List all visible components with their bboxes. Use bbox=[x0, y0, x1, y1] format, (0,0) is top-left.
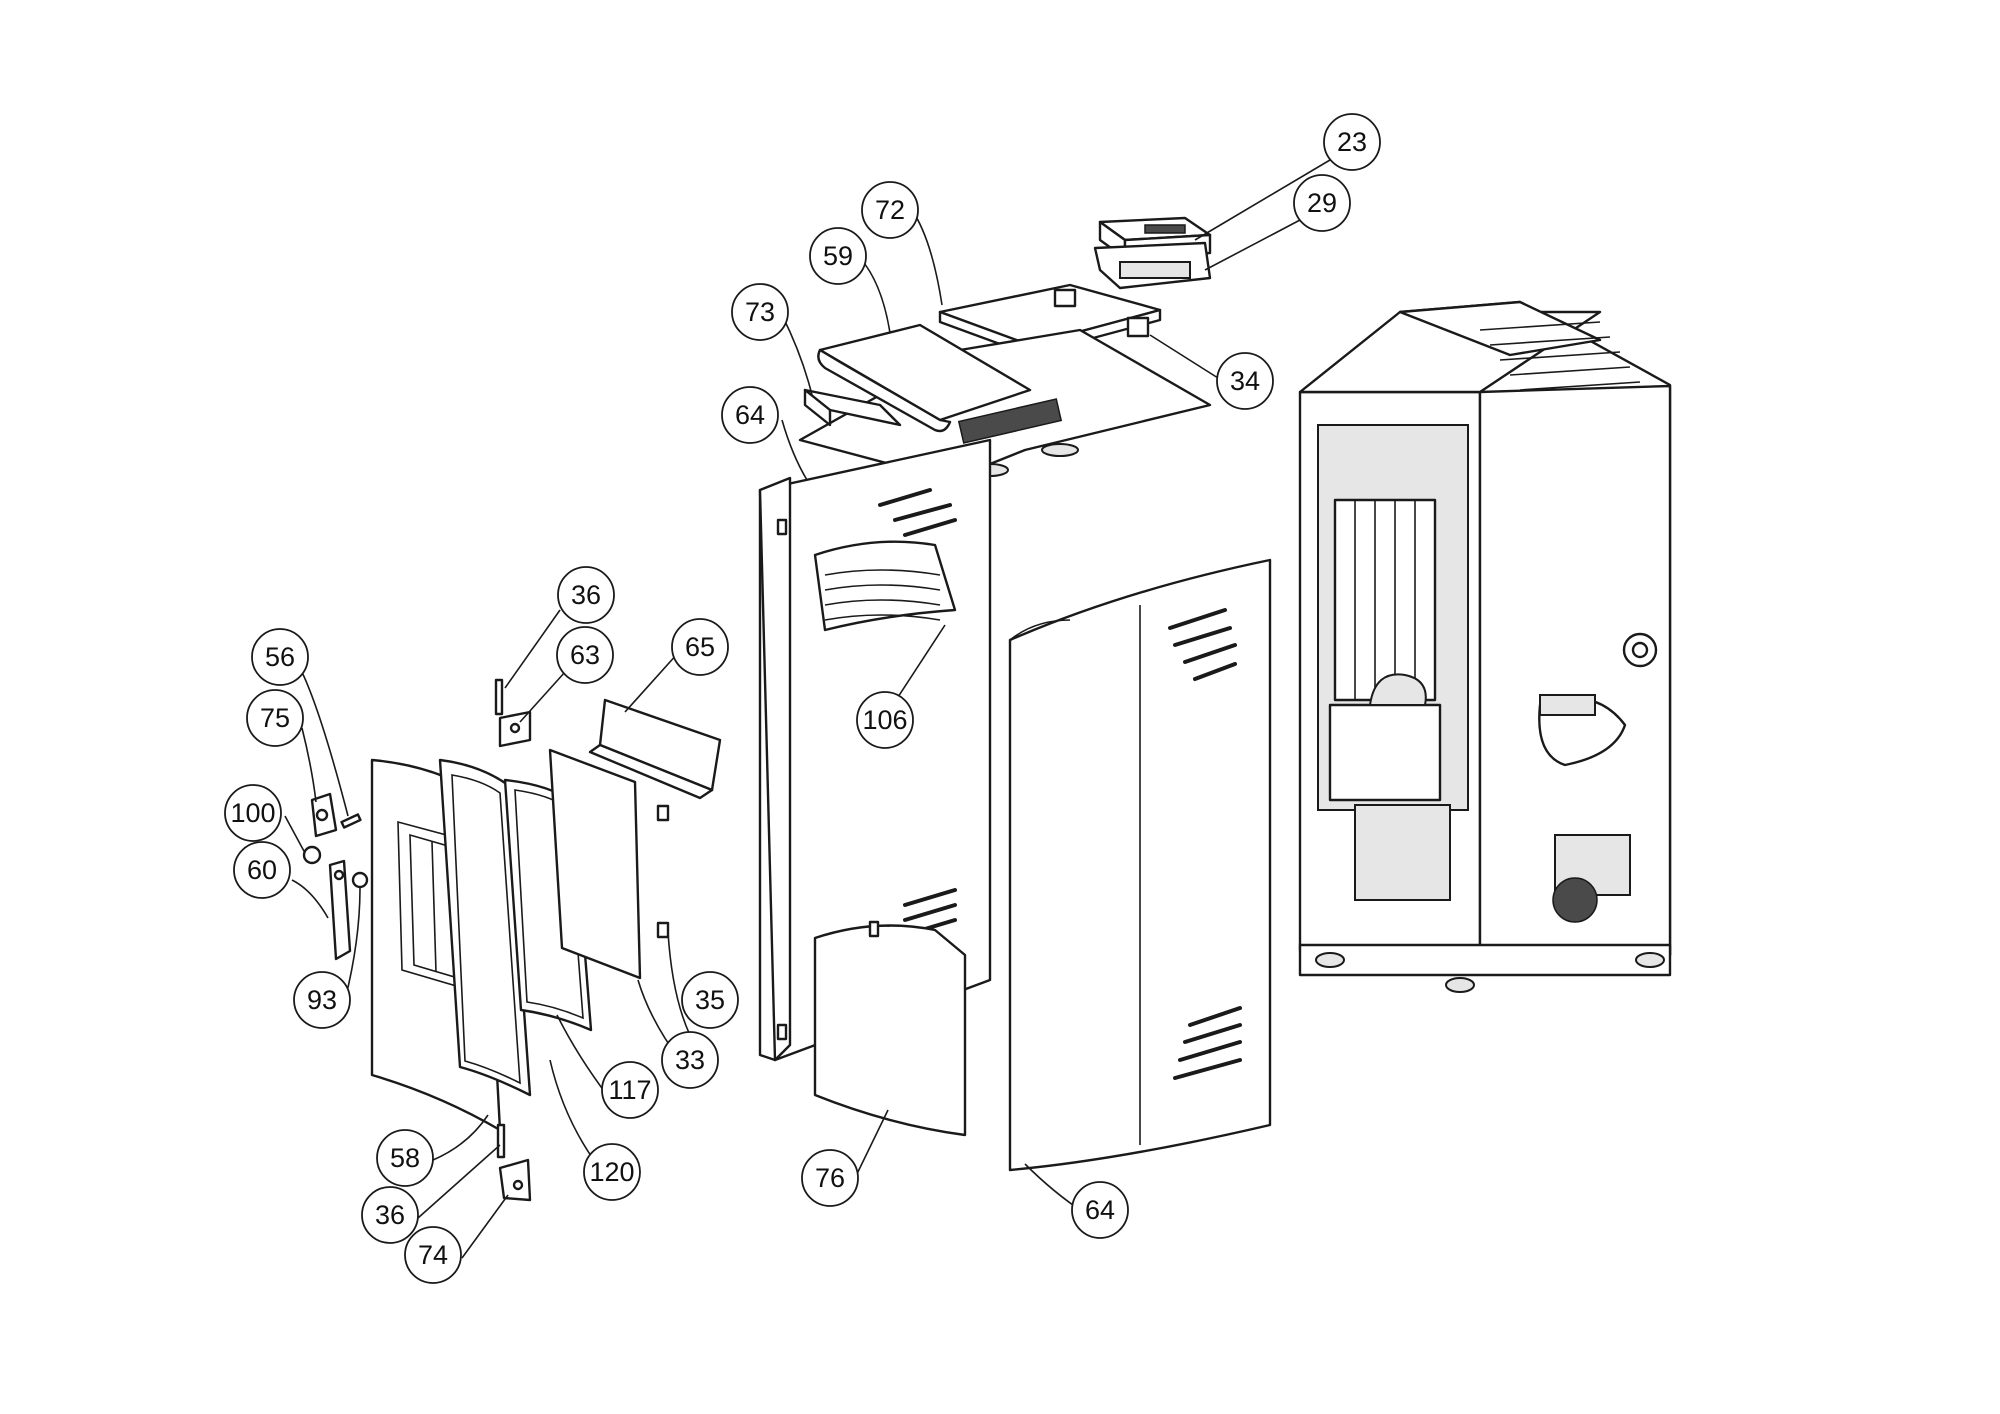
front-grille bbox=[813, 540, 957, 632]
svg-text:76: 76 bbox=[815, 1163, 845, 1193]
svg-text:65: 65 bbox=[685, 632, 715, 662]
callout-35: 35 bbox=[681, 971, 739, 1029]
top-plate bbox=[798, 328, 1212, 482]
svg-text:93: 93 bbox=[307, 985, 337, 1015]
top-cover-front bbox=[817, 323, 1032, 433]
callout-76: 76 bbox=[801, 1149, 859, 1207]
svg-text:35: 35 bbox=[695, 985, 725, 1015]
washer bbox=[351, 871, 369, 889]
svg-text:60: 60 bbox=[247, 855, 277, 885]
svg-text:117: 117 bbox=[608, 1075, 651, 1105]
door-frame bbox=[438, 758, 532, 1097]
svg-text:64: 64 bbox=[735, 400, 765, 430]
callout-117: 117 bbox=[601, 1061, 659, 1119]
svg-text:34: 34 bbox=[1230, 366, 1260, 396]
handle-pin bbox=[340, 813, 362, 829]
svg-text:100: 100 bbox=[230, 798, 275, 828]
callout-63: 63 bbox=[556, 626, 614, 684]
side-panel-right-slots-upper bbox=[1168, 608, 1237, 681]
side-panel-right-slots-lower bbox=[1173, 1006, 1242, 1080]
clip bbox=[656, 804, 670, 939]
hinge-lower bbox=[498, 1158, 532, 1202]
svg-text:33: 33 bbox=[675, 1045, 705, 1075]
callout-64-right: 64 bbox=[1071, 1181, 1129, 1239]
svg-text:120: 120 bbox=[589, 1157, 634, 1187]
callout-23: 23 bbox=[1323, 113, 1381, 171]
hinge-pin-lower bbox=[496, 1123, 506, 1159]
callout-93: 93 bbox=[293, 971, 351, 1029]
callout-59: 59 bbox=[809, 227, 867, 285]
nut bbox=[302, 845, 322, 865]
side-panel-right bbox=[1008, 558, 1272, 1172]
top-clip bbox=[1053, 288, 1150, 338]
callout-36-upper: 36 bbox=[557, 566, 615, 624]
hinge-pin-upper bbox=[494, 678, 504, 716]
deflector bbox=[588, 698, 722, 800]
svg-text:23: 23 bbox=[1337, 127, 1367, 157]
callout-100: 100 bbox=[224, 784, 282, 842]
svg-text:106: 106 bbox=[862, 705, 907, 735]
callout-56: 56 bbox=[251, 628, 309, 686]
svg-text:75: 75 bbox=[260, 703, 290, 733]
callout-75: 75 bbox=[246, 689, 304, 747]
callout-29: 29 bbox=[1293, 174, 1351, 232]
svg-text:64: 64 bbox=[1085, 1195, 1115, 1225]
svg-text:74: 74 bbox=[418, 1240, 448, 1270]
svg-text:63: 63 bbox=[570, 640, 600, 670]
callout-106: 106 bbox=[856, 691, 914, 749]
callout-58: 58 bbox=[376, 1129, 434, 1187]
svg-text:58: 58 bbox=[390, 1143, 420, 1173]
callout-74: 74 bbox=[404, 1226, 462, 1284]
stove-body bbox=[1298, 300, 1672, 993]
svg-text:29: 29 bbox=[1307, 188, 1337, 218]
callout-36-lower: 36 bbox=[361, 1186, 419, 1244]
top-bracket bbox=[803, 388, 902, 427]
lower-front-panel bbox=[813, 920, 967, 1137]
callout-60: 60 bbox=[233, 841, 291, 899]
svg-text:73: 73 bbox=[745, 297, 775, 327]
svg-text:36: 36 bbox=[571, 580, 601, 610]
hinge-upper bbox=[498, 710, 532, 748]
control-panel-housing bbox=[1093, 241, 1212, 290]
callout-34: 34 bbox=[1216, 352, 1274, 410]
callout-120: 120 bbox=[583, 1143, 641, 1201]
callout-73: 73 bbox=[731, 283, 789, 341]
latch-bracket bbox=[310, 792, 338, 838]
glass bbox=[548, 748, 642, 980]
svg-text:72: 72 bbox=[875, 195, 905, 225]
svg-text:36: 36 bbox=[375, 1200, 405, 1230]
callout-65: 65 bbox=[671, 618, 729, 676]
side-panel-left-slots-upper bbox=[878, 488, 957, 537]
callout-64-left: 64 bbox=[721, 386, 779, 444]
svg-text:59: 59 bbox=[823, 241, 853, 271]
callout-72: 72 bbox=[861, 181, 919, 239]
svg-text:56: 56 bbox=[265, 642, 295, 672]
handle-lever bbox=[328, 859, 352, 961]
callout-33: 33 bbox=[661, 1031, 719, 1089]
